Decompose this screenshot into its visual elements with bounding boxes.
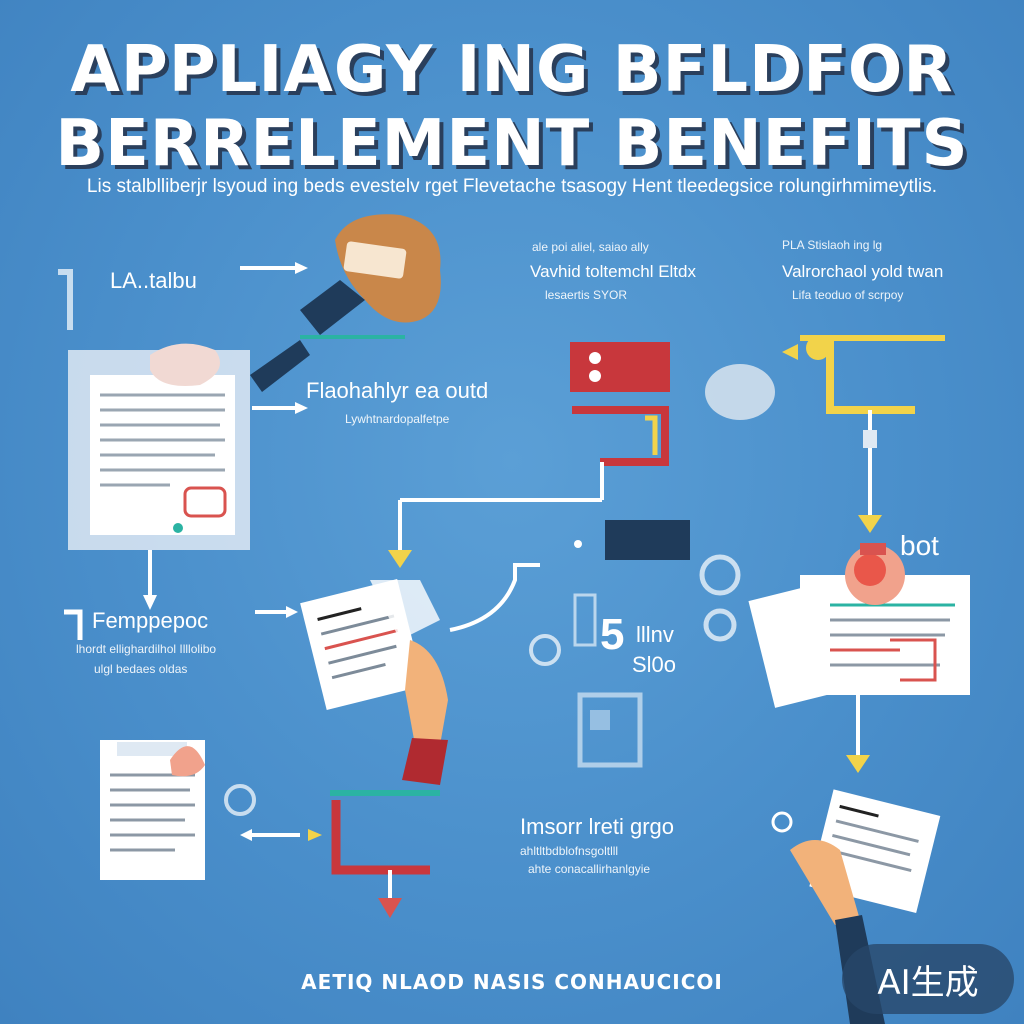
bottom-center-sublabel-2: ahte conacallirhanlgyie xyxy=(528,862,651,876)
document-icon xyxy=(68,343,250,550)
subtitle: Lis stalblliberjr lsyoud ing beds eveste… xyxy=(86,176,938,197)
footer-caption: AETIQ NLAOD NASIS CONHAUCICOI xyxy=(301,970,723,994)
folder-icon xyxy=(570,342,670,466)
mid-left-sublabel: Lywhtnardopalfetpe xyxy=(345,412,450,426)
ai-generated-badge: AI生成 xyxy=(842,944,1014,1014)
stamp-icon xyxy=(748,543,970,708)
center-step-number: 5 xyxy=(600,610,625,659)
top-right-label: Valrorchaol yold twan xyxy=(782,262,944,281)
hand-holding-document-icon xyxy=(300,579,448,785)
left-step-sublabel-2: ulgl bedaes oldas xyxy=(94,662,188,676)
document-icon xyxy=(100,740,205,880)
center-step-word-1: lllnv xyxy=(636,622,674,647)
hand-holding-document-icon xyxy=(250,214,441,392)
title-line-1: APPLIAGY ING BFLDFOR xyxy=(70,33,954,107)
left-step-label: Femppepoc xyxy=(92,608,209,633)
center-step-word-2: Sl0o xyxy=(632,652,677,677)
top-center-label: Vavhid toltemchl Eltdx xyxy=(530,262,696,281)
top-left-label: LA..talbu xyxy=(110,268,197,293)
right-stamp-label: bot xyxy=(900,530,939,561)
left-step-sublabel-1: lhordt ellighardilhol Illlolibo xyxy=(76,642,217,656)
top-center-heading: ale poi aliel, saiao ally xyxy=(532,240,649,254)
top-right-sublabel: Lifa teoduo of scrpoy xyxy=(792,288,904,302)
bottom-center-label: Imsorr lreti grgo xyxy=(520,814,675,839)
mid-left-label: Flaohahlyr ea outd xyxy=(306,378,489,403)
top-center-sublabel: lesaertis SYOR xyxy=(545,288,628,302)
bottom-center-sublabel-1: ahltltbdblofnsgoltlll xyxy=(520,844,619,858)
title-line-2: BERRELEMENT BENEFITS xyxy=(55,107,969,181)
top-right-heading: PLA Stislaoh ing lg xyxy=(782,238,883,252)
